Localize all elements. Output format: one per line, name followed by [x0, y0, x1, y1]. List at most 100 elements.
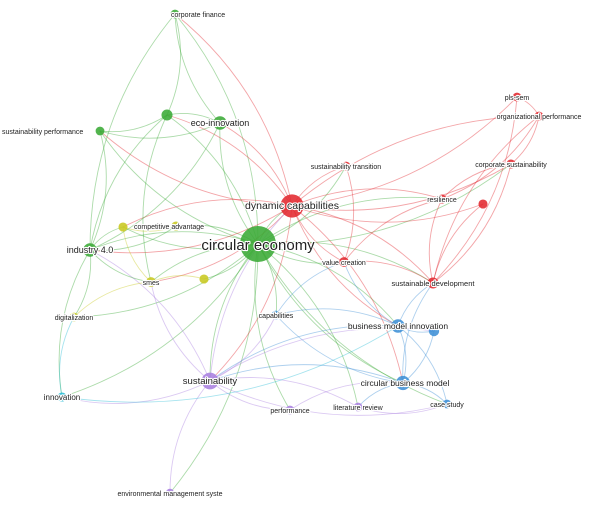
edge-industry-4-0-yellow-unlabeled	[89, 225, 177, 251]
edge-industry-4-0-innovation	[58, 249, 91, 398]
edge-circular-economy-environmental-management-syste	[169, 243, 259, 494]
edge-dynamic-capabilities-industry-4-0	[89, 205, 293, 254]
node-industry-4-0[interactable]	[83, 243, 97, 257]
edge-sustainable-development-resilience	[428, 198, 443, 284]
edge-industry-4-0-corporate-finance	[89, 13, 176, 251]
node-case-study[interactable]	[442, 399, 452, 409]
edge-industry-4-0-sustainability-performance	[89, 130, 107, 251]
label-dynamic-capabilities: dynamic capabilities	[245, 200, 339, 212]
edge-dynamic-capabilities-corporate-finance	[174, 13, 293, 207]
node-circular-economy[interactable]	[240, 226, 276, 262]
edge-circular-business-model-blue-unlabeled	[402, 330, 435, 384]
edges-layer	[58, 13, 540, 494]
edge-sustainability-performance	[209, 380, 291, 411]
node-digitalization[interactable]	[69, 312, 79, 322]
edge-sustainable-development-corporate-sustainability	[432, 163, 512, 284]
edge-smes-competitive-advantage	[122, 226, 152, 283]
label-corporate-sustainability: corporate sustainability	[475, 162, 547, 169]
edge-circular-economy-case-study	[257, 243, 448, 405]
node-corporate-finance[interactable]	[170, 9, 180, 19]
node-resilience[interactable]	[437, 194, 447, 204]
label-eco-innovation: eco-innovation	[191, 118, 250, 128]
label-capabilities: capabilities	[259, 313, 294, 320]
edge-circular-economy-green-unlabeled	[166, 114, 259, 245]
edge-sustainability-environmental-management-syste	[169, 380, 211, 494]
edge-dynamic-capabilities-pls-sem	[291, 96, 518, 207]
node-dynamic-capabilities[interactable]	[280, 194, 304, 218]
edge-sustainability-case-study	[209, 380, 448, 416]
node-blue-unlabeled[interactable]	[428, 325, 440, 337]
edge-business-model-innovation-capabilities	[275, 308, 399, 327]
edge-dynamic-capabilities-sustainable-development	[291, 205, 434, 284]
edge-red-unlabeled-sustainable-development	[432, 203, 484, 284]
edge-industry-4-0-digitalization	[73, 249, 92, 318]
edge-circular-economy-sustainability	[209, 243, 259, 382]
edge-business-model-innovation-case-study	[397, 325, 448, 405]
node-organizational-performance[interactable]	[534, 111, 544, 121]
node-corporate-sustainability[interactable]	[506, 159, 516, 169]
edge-circular-economy-industry-4-0	[89, 231, 259, 251]
edge-circular-business-model-sustainability	[209, 364, 404, 384]
edge-circular-economy-resilience	[257, 196, 443, 245]
edge-literature-review-case-study	[357, 403, 448, 414]
edge-dynamic-capabilities-eco-innovation	[219, 122, 293, 207]
node-performance[interactable]	[285, 405, 295, 415]
node-value-creation[interactable]	[339, 257, 349, 267]
edge-eco-innovation-sustainability-performance	[99, 122, 221, 139]
label-pls-sem: pls-sem	[505, 95, 530, 102]
edge-circular-economy-sustainable-development	[257, 241, 434, 284]
node-environmental-management-syste[interactable]	[165, 488, 175, 498]
edge-circular-economy-business-model-innovation	[257, 243, 399, 327]
label-competitive-advantage: competitive advantage	[134, 224, 204, 231]
label-circular-business-model: circular business model	[361, 378, 450, 388]
node-yellow-unlabeled-2[interactable]	[199, 274, 209, 284]
edge-sustainability-smes	[150, 281, 211, 382]
node-innovation[interactable]	[57, 392, 67, 402]
node-smes[interactable]	[146, 277, 156, 287]
edge-dynamic-capabilities-organizational-performance	[291, 115, 540, 207]
node-red-unlabeled[interactable]	[478, 199, 488, 209]
edge-resilience-organizational-performance	[441, 115, 540, 200]
edge-dynamic-capabilities-smes	[150, 205, 293, 283]
edge-circular-economy-sustainability-performance	[99, 130, 259, 245]
label-resilience: resilience	[427, 197, 457, 204]
edge-dynamic-capabilities-resilience	[291, 188, 443, 207]
edge-business-model-innovation-sustainability	[209, 325, 399, 382]
label-sustainable-development: sustainable development	[392, 279, 476, 288]
edge-dynamic-capabilities-green-unlabeled	[166, 114, 293, 207]
edge-business-model-innovation-value-creation	[343, 261, 399, 327]
node-pls-sem[interactable]	[512, 92, 522, 102]
edge-sustainability-industry-4-0	[89, 249, 211, 382]
edge-business-model-innovation-sustainable-development	[397, 282, 434, 327]
node-sustainability-performance[interactable]	[95, 126, 105, 136]
edge-sustainability-innovation	[61, 380, 211, 404]
edge-dynamic-capabilities-red-unlabeled	[291, 203, 484, 223]
label-organizational-performance: organizational performance	[497, 114, 582, 121]
nodes-layer	[57, 9, 544, 498]
node-eco-innovation[interactable]	[213, 116, 227, 130]
label-digitalization: digitalization	[55, 315, 94, 322]
edge-resilience-corporate-sustainability	[441, 163, 512, 200]
edge-performance-circular-business-model	[289, 381, 404, 411]
node-sustainable-development[interactable]	[427, 277, 439, 289]
edge-value-creation-resilience	[343, 198, 443, 263]
node-sustainability-transition[interactable]	[341, 161, 351, 171]
node-business-model-innovation[interactable]	[391, 319, 405, 333]
edge-sustainability-dynamic-capabilities	[209, 205, 293, 382]
edge-green-unlabeled-corporate-finance	[166, 13, 181, 116]
node-sustainability[interactable]	[201, 372, 219, 390]
edge-sustainable-development-value-creation	[343, 260, 434, 284]
edge-dynamic-capabilities-business-model-innovation	[291, 205, 399, 327]
node-literature-review[interactable]	[353, 402, 363, 412]
node-circular-business-model[interactable]	[395, 375, 411, 391]
edge-sustainable-development-pls-sem	[432, 96, 518, 284]
edge-sustainability-capabilities	[209, 314, 277, 382]
edge-dynamic-capabilities-corporate-sustainability	[291, 163, 512, 211]
node-capabilities[interactable]	[271, 310, 281, 320]
node-competitive-advantage[interactable]	[118, 222, 128, 232]
edge-smes-digitalization	[73, 281, 152, 318]
node-green-unlabeled[interactable]	[161, 109, 173, 121]
node-yellow-unlabeled[interactable]	[171, 221, 181, 231]
